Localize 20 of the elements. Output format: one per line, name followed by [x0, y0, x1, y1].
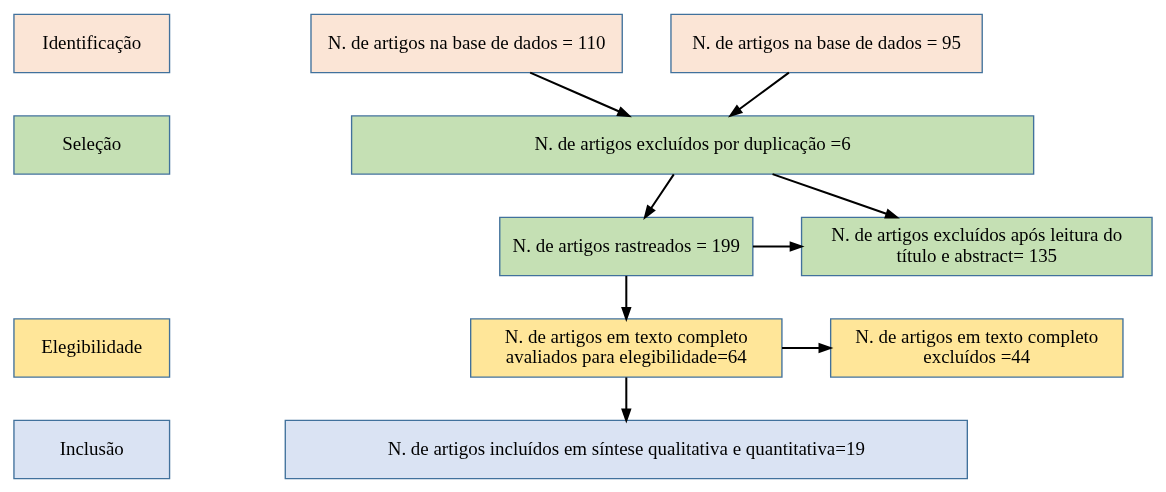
node-box: Identificação: [13, 13, 171, 73]
node-box: N. de artigos na base de dados = 95: [670, 13, 983, 73]
arrow: [621, 376, 632, 423]
arrow: [752, 240, 805, 252]
arrow: [621, 275, 632, 322]
node-box: N. de artigos incluídos em síntese qualitativa e quantitativa=19: [284, 419, 968, 479]
arrow: [782, 342, 834, 353]
arrow: [772, 172, 900, 218]
node-box: N. de artigos em texto completo excluídos =44: [829, 317, 1124, 378]
node-box: Seleção: [13, 114, 171, 175]
node-box: Inclusão: [13, 419, 171, 479]
node-box: Elegibilidade: [13, 317, 171, 378]
node-box: N. de artigos excluídos após leitura do título e abstract= 135: [800, 216, 1153, 276]
node-box: N. de artigos rastreados = 199: [499, 216, 754, 276]
node-box: N. de artigos em texto completo avaliados para elegibilidade=64: [470, 317, 783, 378]
node-box: N. de artigos na base de dados = 110: [310, 13, 623, 73]
arrow: [643, 173, 675, 220]
node-box: N. de artigos excluídos por duplicação =6: [350, 114, 1035, 175]
arrow: [728, 71, 790, 118]
arrow: [529, 71, 632, 117]
